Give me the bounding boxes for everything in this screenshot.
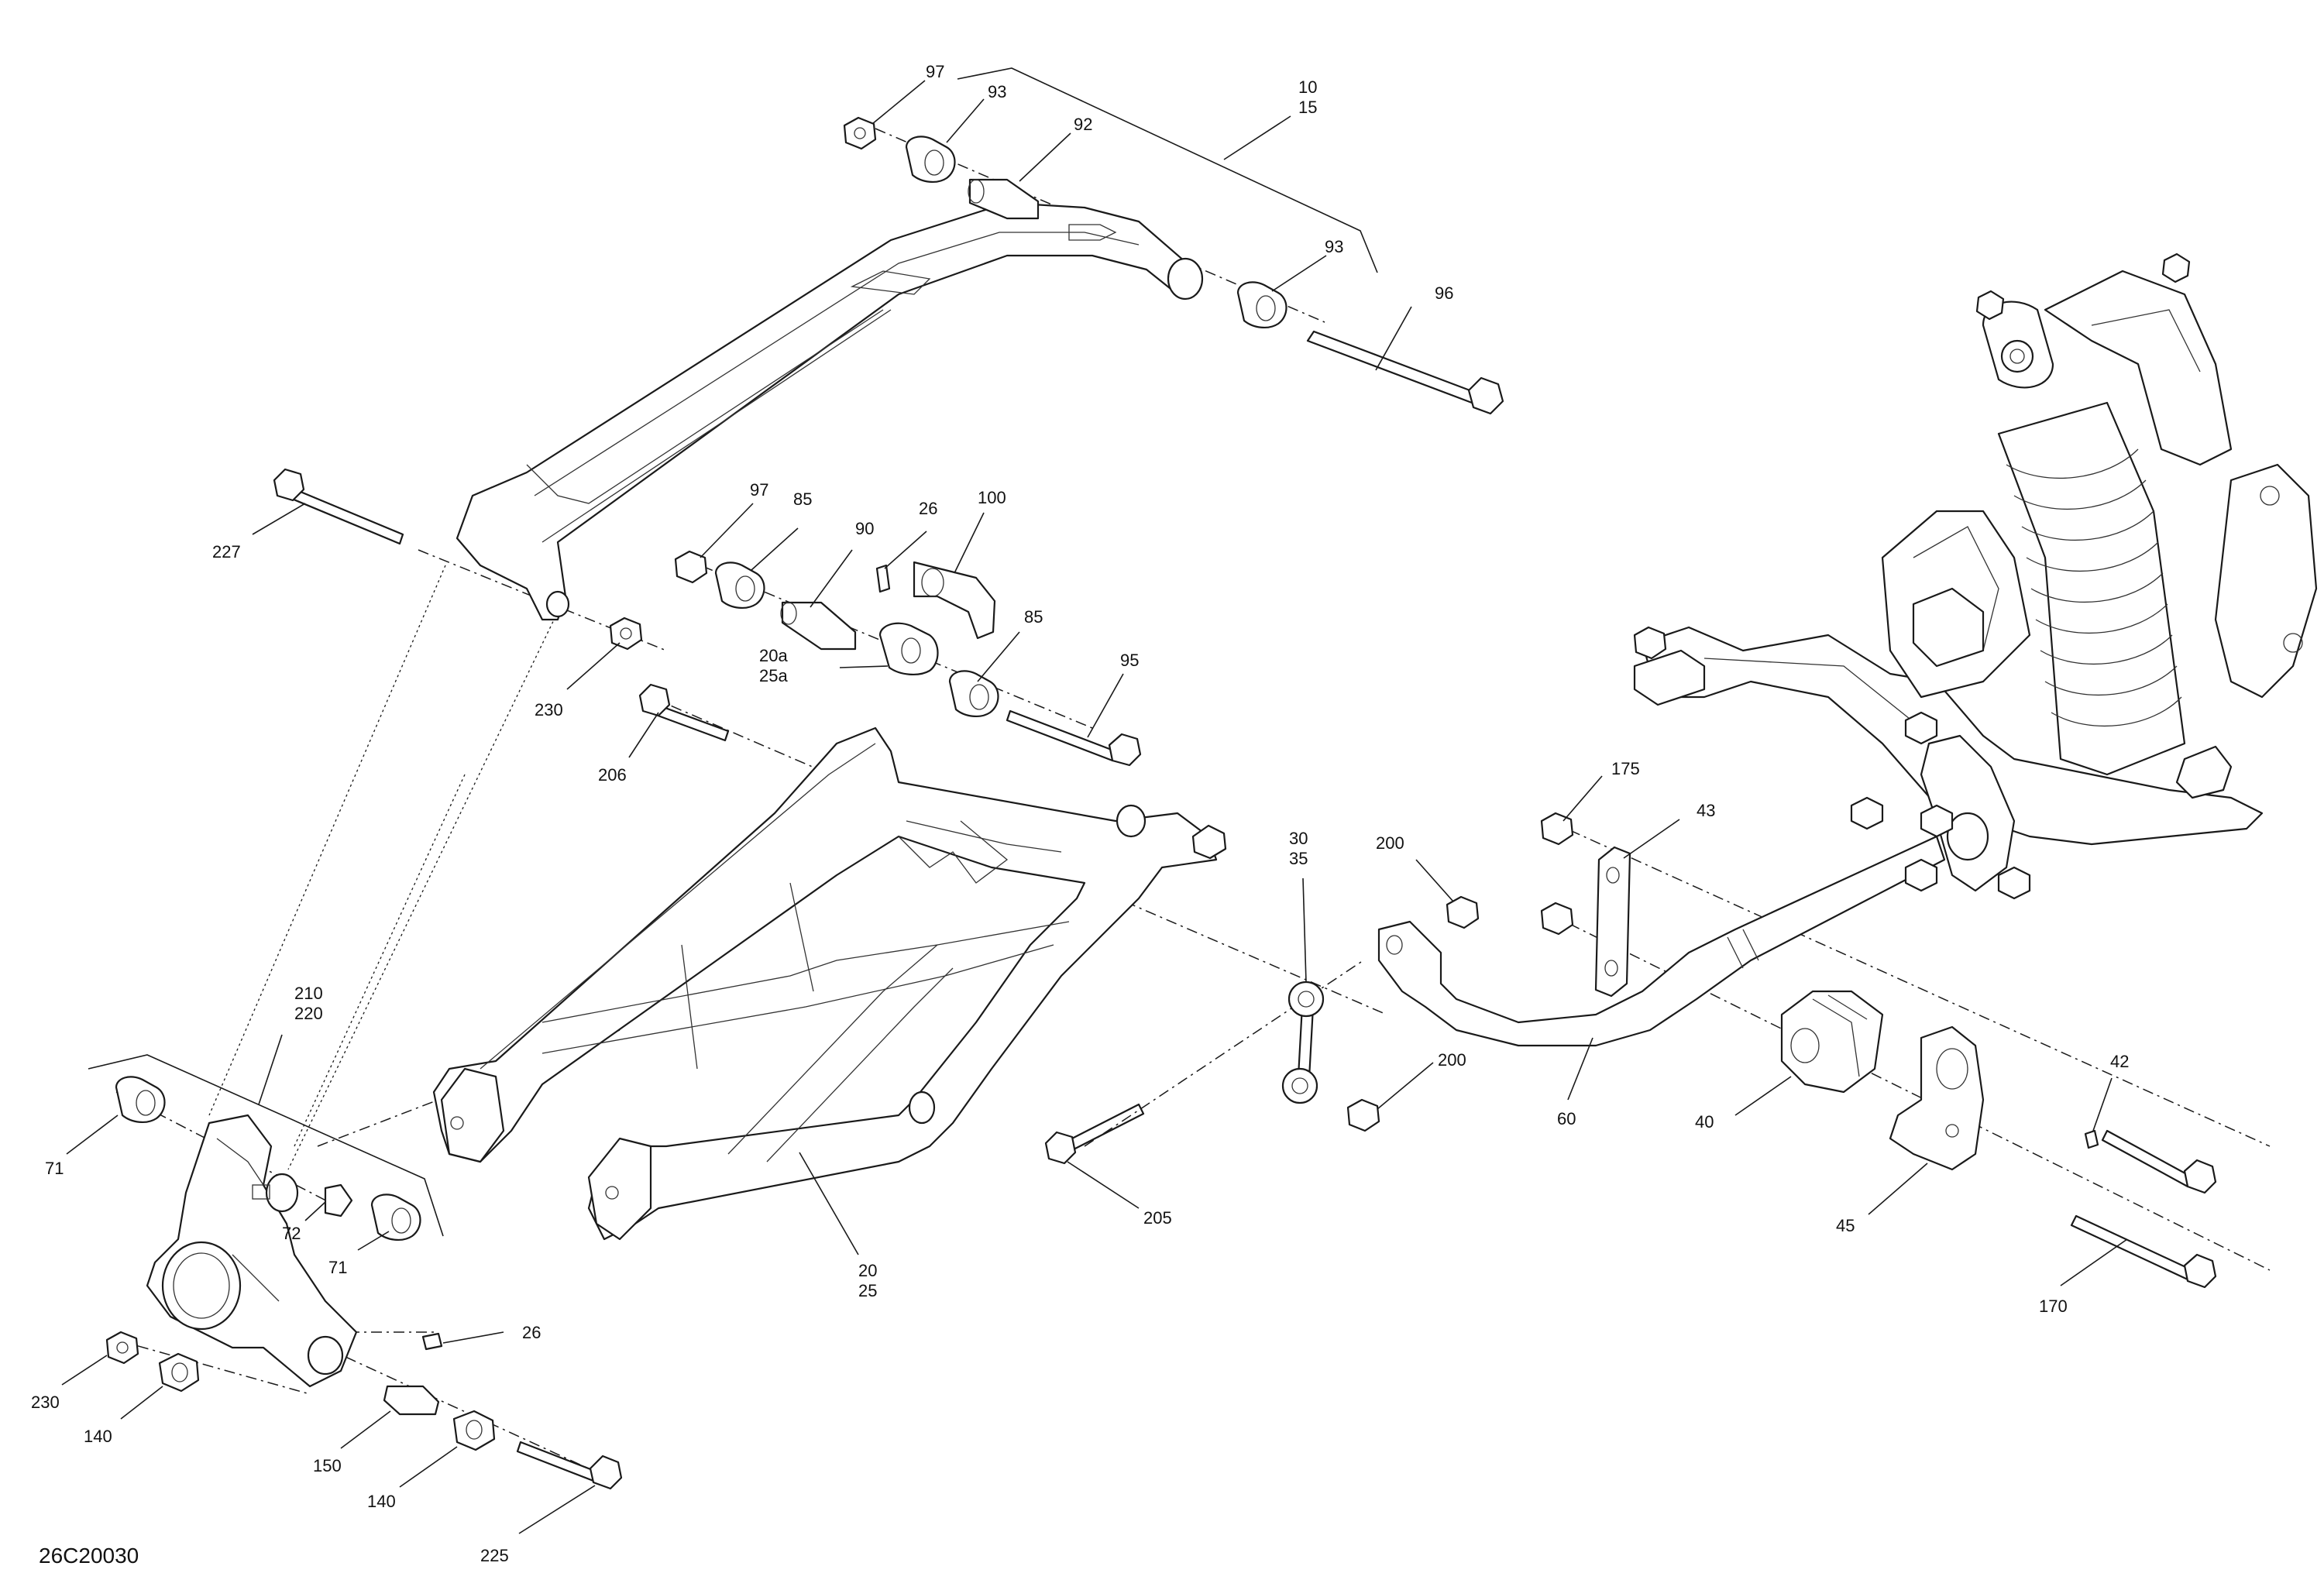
callout-85: 85: [793, 489, 812, 509]
callout-90: 90: [855, 519, 874, 538]
lower-a-arm: [432, 726, 1227, 1241]
callout-85: 85: [1024, 607, 1043, 627]
lower-arm-hardware: [638, 550, 1142, 767]
callout-200: 200: [1376, 833, 1404, 853]
callout-71: 71: [45, 1159, 64, 1178]
callout-26: 26: [522, 1323, 541, 1342]
callout-150: 150: [313, 1456, 342, 1475]
leader-lines: [61, 80, 2128, 1534]
stabilizer-link: [1044, 895, 1480, 1165]
callout-230: 230: [31, 1393, 60, 1412]
callout-93: 93: [1325, 237, 1343, 256]
callout-26: 26: [919, 499, 937, 518]
knuckle-hardware: [105, 1076, 623, 1490]
knuckle: [146, 1114, 358, 1388]
callout-43: 43: [1697, 801, 1715, 820]
alignment-lines: [208, 565, 559, 1170]
callout-205: 205: [1143, 1208, 1172, 1228]
callout-200: 200: [1438, 1050, 1466, 1070]
callout-97: 97: [926, 62, 944, 81]
callout-140: 140: [367, 1492, 396, 1511]
callout-97: 97: [750, 480, 768, 500]
callout-72: 72: [282, 1224, 301, 1243]
upper-arm-bracket: [957, 67, 1378, 273]
callout-170: 170: [2039, 1297, 2068, 1316]
diagram-reference-code: 26C20030: [39, 1544, 139, 1568]
callout-95: 95: [1120, 651, 1139, 670]
callout-225: 225: [480, 1546, 509, 1565]
callout-96: 96: [1435, 283, 1453, 303]
callout-175: 175: [1611, 759, 1640, 778]
callout-206: 206: [598, 765, 627, 785]
upper-a-arm: [456, 201, 1204, 621]
shock-absorber-assembly: [1633, 252, 2318, 900]
callout-93: 93: [988, 82, 1006, 101]
callout-100: 100: [978, 488, 1006, 507]
callout-71: 71: [328, 1258, 347, 1277]
knuckle-bracket: [88, 1054, 444, 1237]
callout-92: 92: [1074, 115, 1092, 134]
stabilizer-mount: [1780, 990, 2217, 1289]
stabilizer-bar: [1377, 835, 1946, 1047]
callout-45: 45: [1836, 1216, 1855, 1235]
callout-227: 227: [212, 542, 241, 562]
callout-42: 42: [2110, 1052, 2129, 1071]
upper-arm-hardware: [273, 116, 1504, 651]
callout-60: 60: [1557, 1109, 1576, 1128]
callout-230: 230: [535, 700, 563, 720]
callout-40: 40: [1695, 1112, 1714, 1132]
callout-140: 140: [84, 1427, 112, 1446]
stabilizer-plate: [1540, 812, 1631, 998]
